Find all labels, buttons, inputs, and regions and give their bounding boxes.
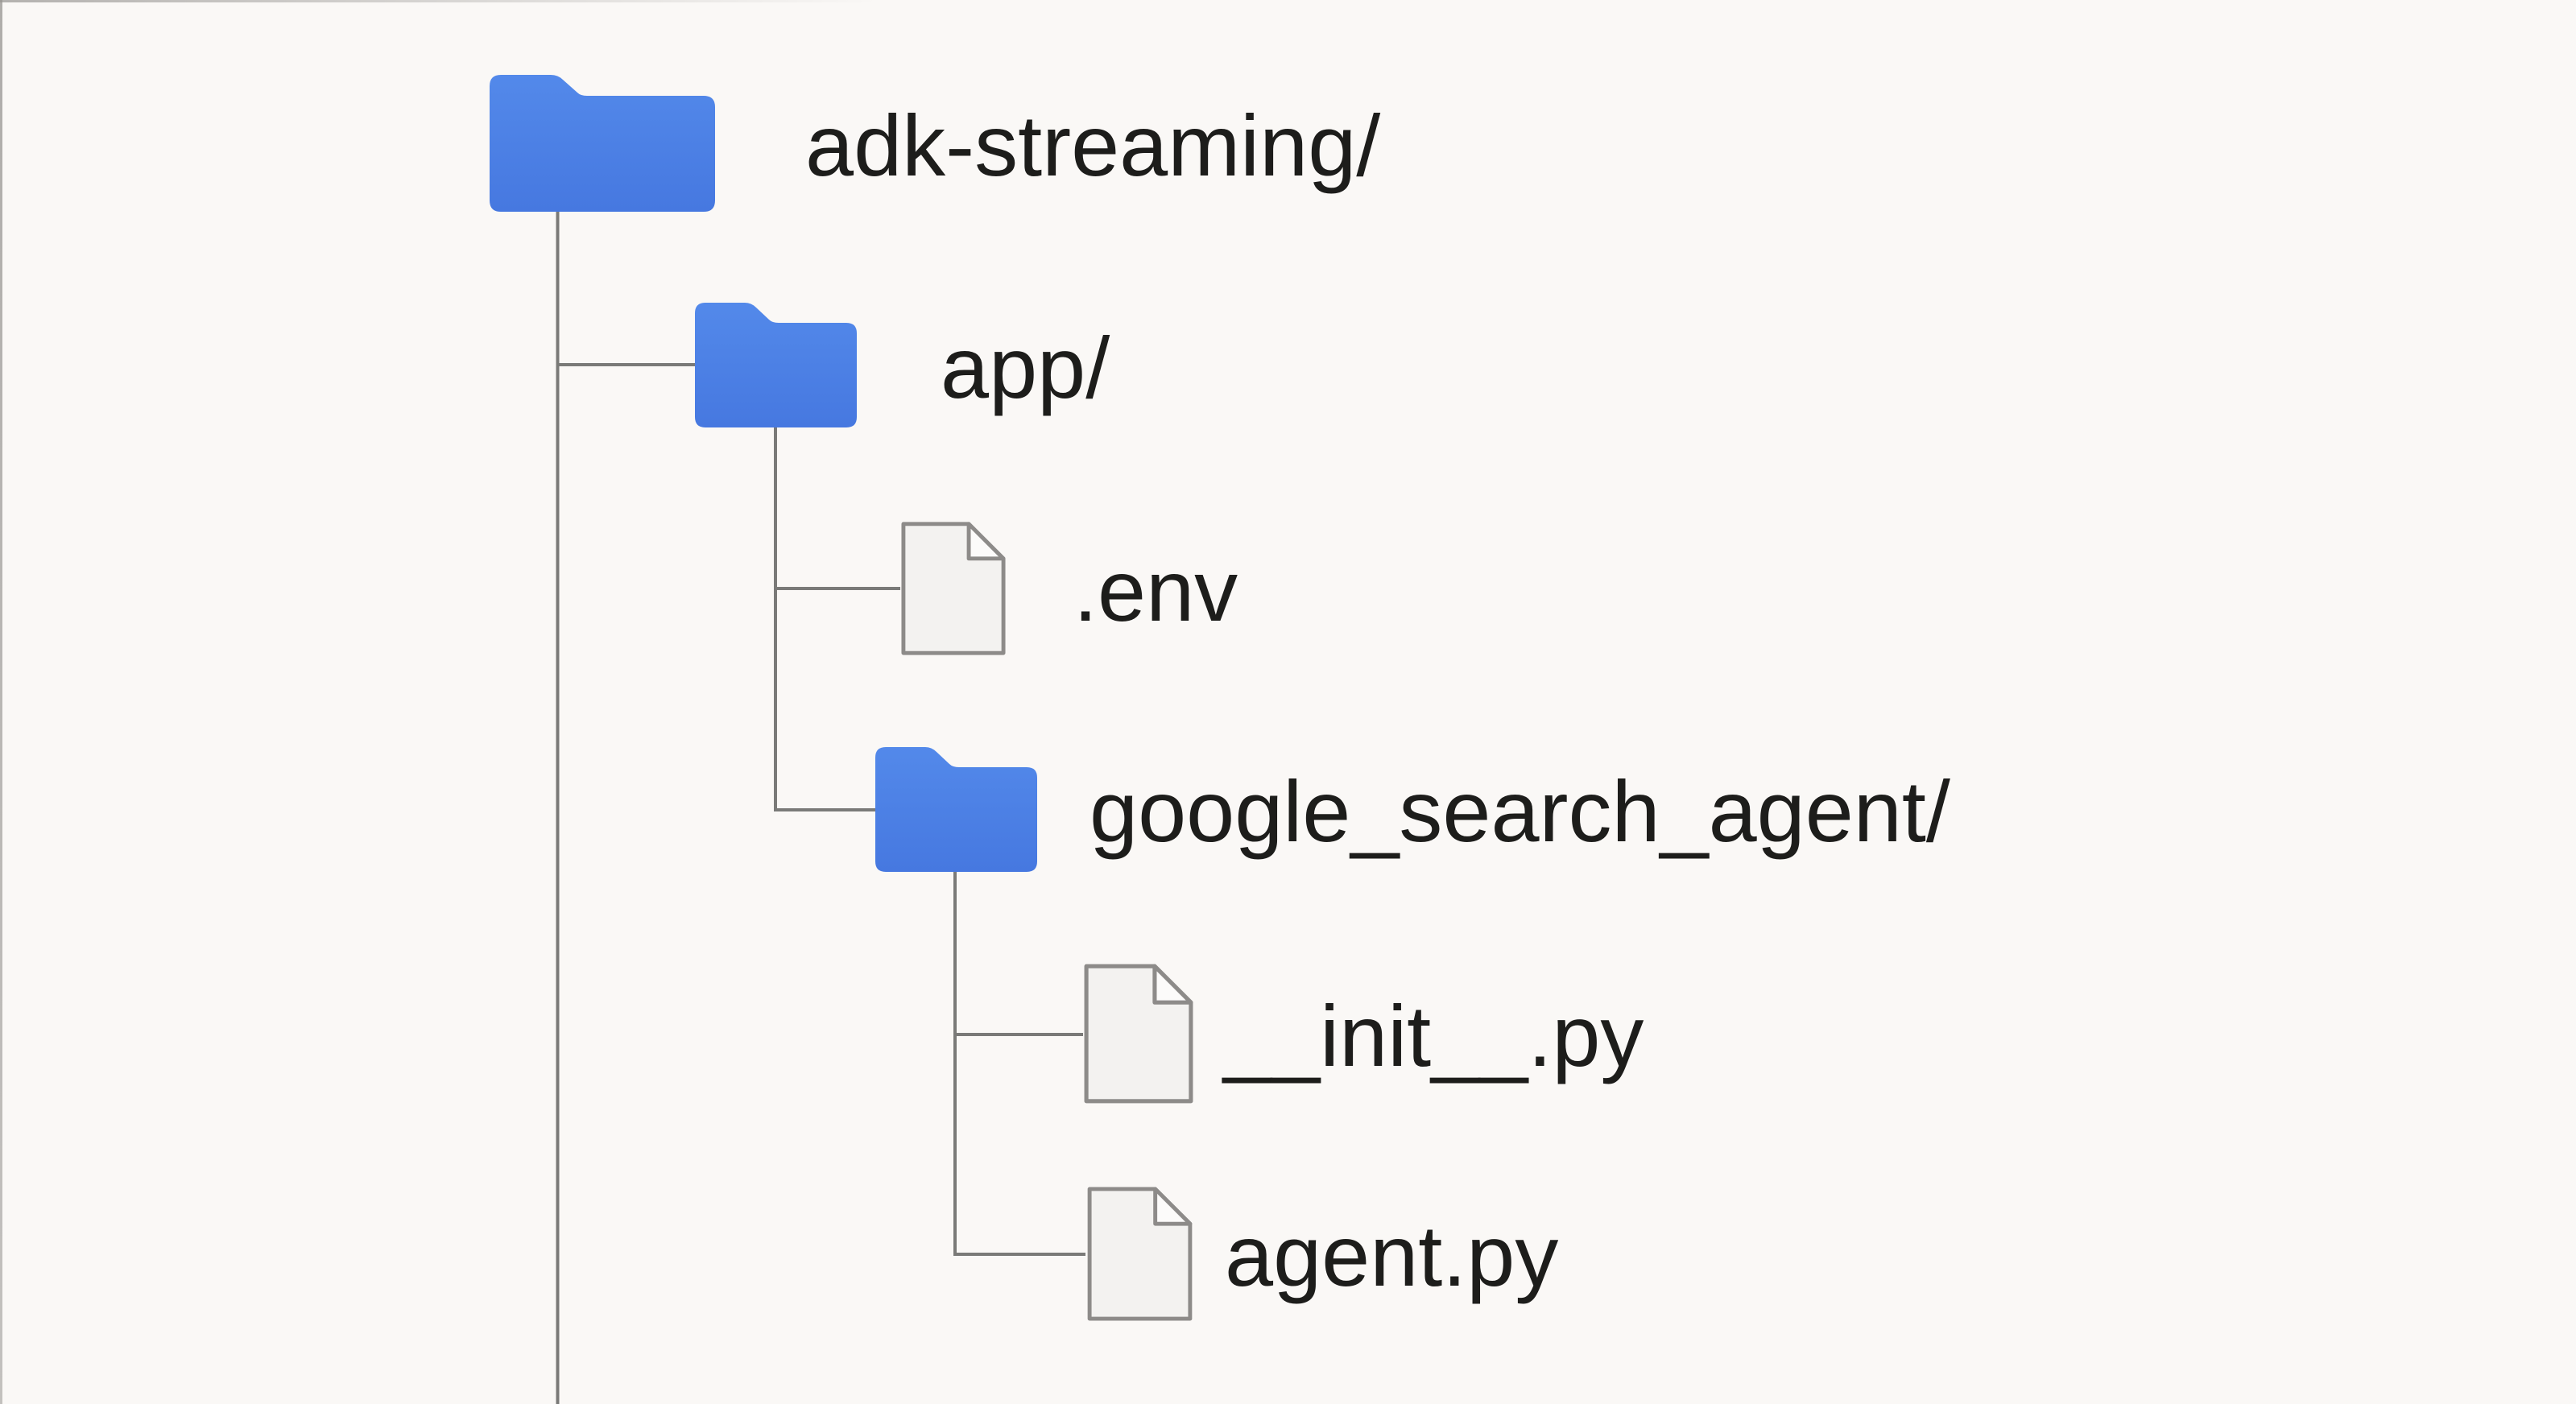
folder-icon xyxy=(695,303,857,427)
node-label: __init__.py xyxy=(1223,987,1644,1084)
frame-left-edge xyxy=(0,0,2,1404)
node-label: google_search_agent/ xyxy=(1090,762,1950,860)
node-label: agent.py xyxy=(1225,1207,1559,1304)
frame-top-edge xyxy=(0,0,1127,2)
node-label: app/ xyxy=(941,319,1110,416)
folder-icon xyxy=(875,747,1037,872)
file-icon xyxy=(900,518,1007,659)
node-label: .env xyxy=(1073,542,1238,639)
folder-icon xyxy=(490,75,715,212)
node-label: adk-streaming/ xyxy=(805,97,1381,194)
file-icon xyxy=(1083,963,1194,1105)
file-icon xyxy=(1085,1186,1194,1322)
